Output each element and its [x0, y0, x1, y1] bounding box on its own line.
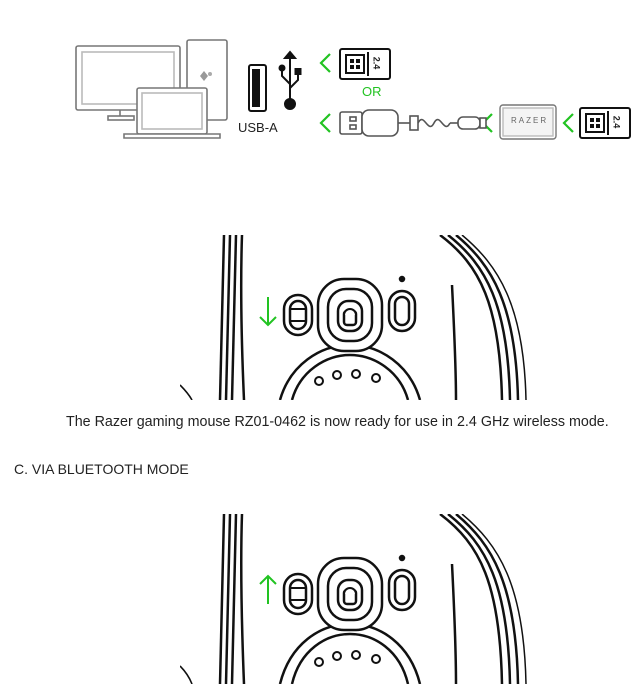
- switch-up-arrow-icon: [259, 574, 277, 604]
- power-switch-icon: [282, 293, 314, 337]
- profile-button-icon-2: [387, 554, 417, 612]
- monitor-icon: [75, 45, 181, 121]
- usb-a-port-icon: [248, 64, 267, 112]
- sensor-icon: [316, 277, 384, 353]
- mouse-underside-figure: [180, 235, 540, 400]
- arrow-left-icon: [319, 53, 331, 73]
- arrow-left-icon-2: [319, 113, 331, 133]
- usb-dongle-icon: [339, 48, 391, 80]
- mouse-feet-icon-2: [314, 650, 381, 667]
- dongle-brand-label: RAZER: [511, 116, 549, 125]
- mouse-feet-icon: [314, 369, 381, 386]
- mouse-underside-figure-2: [180, 514, 540, 684]
- laptop-icon: [123, 87, 221, 139]
- power-switch-icon-2: [282, 572, 314, 616]
- usb-a-label: USB-A: [238, 120, 278, 135]
- usb-dongle-icon-2: [579, 107, 631, 139]
- profile-button-icon: [387, 275, 417, 333]
- switch-down-arrow-icon: [259, 297, 277, 327]
- sensor-icon-2: [316, 556, 384, 632]
- dongle-band-label-2: 2.4: [611, 115, 622, 129]
- wireless-ready-paragraph: The Razer gaming mouse RZ01-0462 is now …: [66, 414, 609, 430]
- dongle-adapter-icon: [499, 104, 557, 140]
- connection-diagram: USB-A OR RAZER 2.4 2.4: [0, 0, 640, 180]
- section-heading: C. VIA BLUETOOTH MODE: [14, 461, 189, 477]
- arrow-left-icon-4: [562, 113, 574, 133]
- or-label: OR: [362, 84, 382, 99]
- dongle-band-label: 2.4: [371, 56, 382, 70]
- usb-cable-icon: [339, 109, 487, 137]
- usb-symbol-icon: [278, 50, 302, 110]
